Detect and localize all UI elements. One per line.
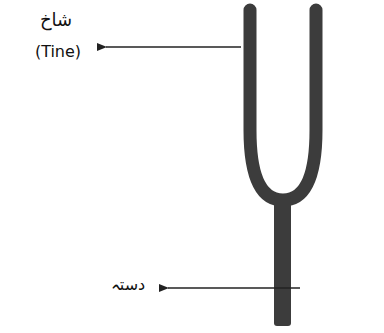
fork-tines	[250, 10, 316, 200]
fork-handle	[274, 196, 291, 326]
part-name: (Tine)	[35, 43, 81, 61]
leader-arrow	[168, 287, 300, 289]
part-name: شاخ	[40, 10, 72, 30]
leader-arrow	[106, 46, 241, 48]
part-name: دستہ	[111, 276, 145, 294]
